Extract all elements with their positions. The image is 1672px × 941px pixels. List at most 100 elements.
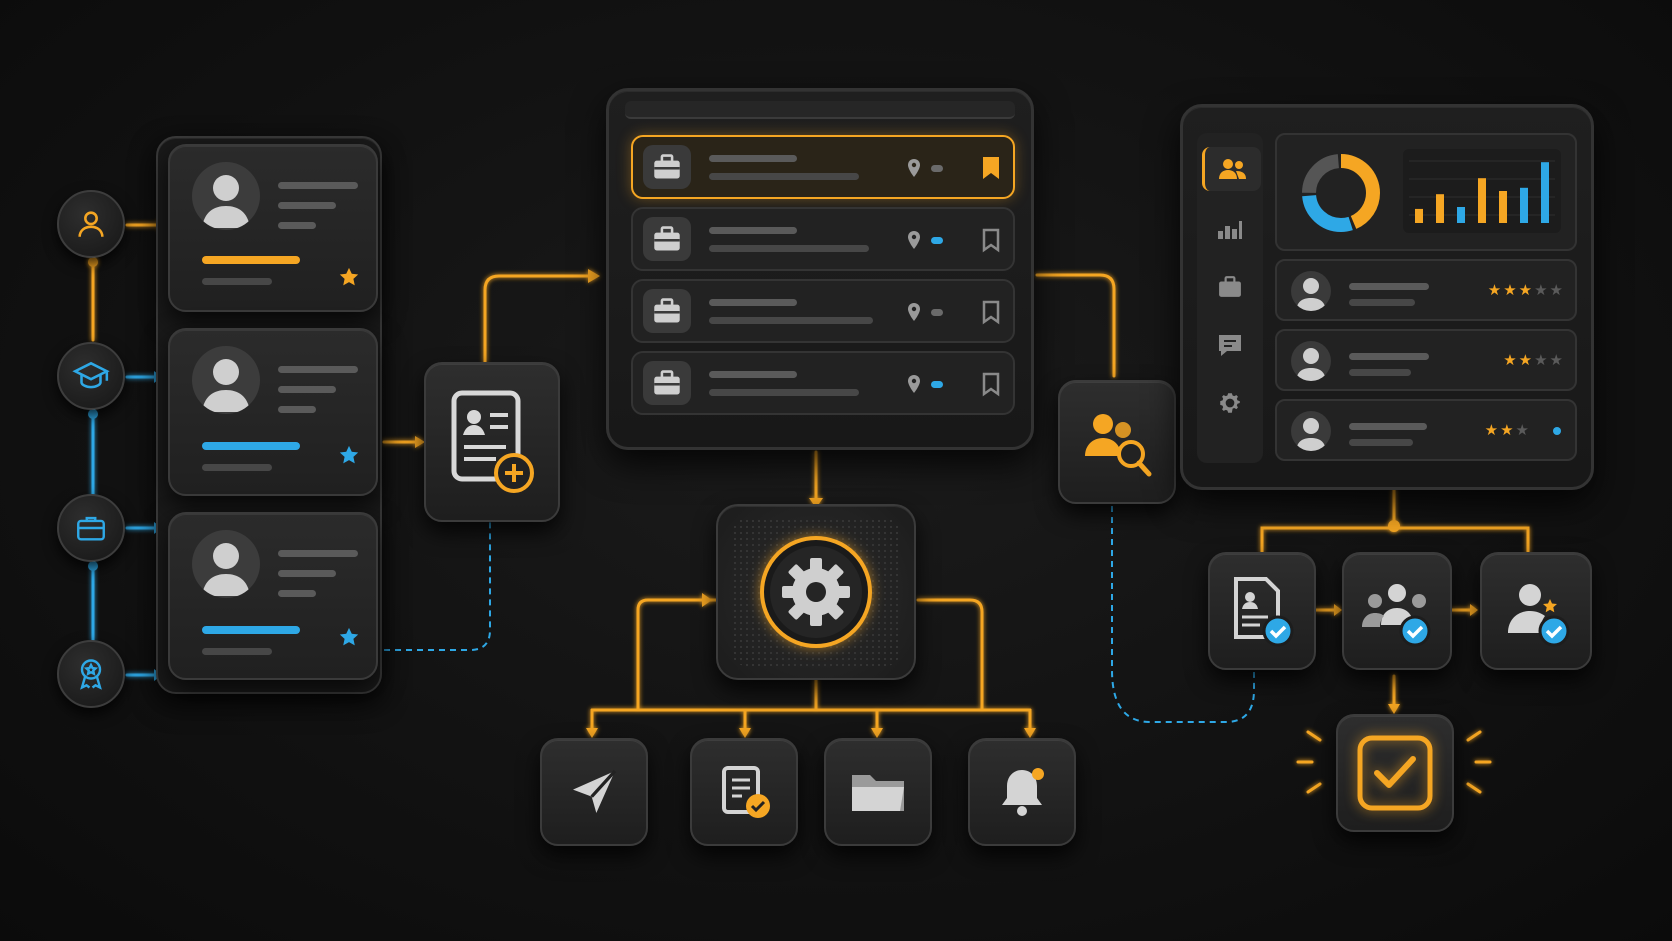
donut-chart: [1302, 154, 1380, 232]
bookmark-icon[interactable]: [981, 227, 1001, 253]
skeleton-line: [709, 245, 869, 252]
profile-card-1[interactable]: [168, 144, 378, 312]
skeleton-line: [202, 278, 272, 285]
review-step-team[interactable]: [1342, 552, 1452, 670]
bar-chart-icon: [1218, 221, 1242, 239]
job-row-4[interactable]: [631, 351, 1015, 415]
send-output-button[interactable]: [540, 738, 648, 846]
location-tag: [931, 237, 943, 244]
sidebar-item-analytics[interactable]: [1202, 207, 1258, 251]
sidebar-item-messages[interactable]: [1202, 323, 1258, 367]
accent-bar: [202, 626, 300, 634]
arrowhead-review-2: [1470, 604, 1478, 616]
timeline-node-user[interactable]: [57, 190, 125, 258]
user-icon: [78, 211, 104, 237]
processing-engine[interactable]: [716, 504, 916, 680]
spark-1: [1306, 730, 1322, 742]
review-step-document[interactable]: [1208, 552, 1316, 670]
final-approved-button[interactable]: [1336, 714, 1454, 832]
star-filled-icon: ★: [1500, 421, 1516, 439]
star-empty-icon: ★: [1549, 281, 1565, 299]
user-silhouette-icon: [1296, 348, 1326, 381]
candidate-dashboard: ★★★★★ ★★★★ ★★★: [1180, 104, 1594, 490]
bookmark-icon[interactable]: [981, 299, 1001, 325]
avatar: [192, 162, 260, 230]
folder-output-button[interactable]: [824, 738, 932, 846]
skeleton-line: [709, 371, 797, 378]
bar-chart: [1409, 160, 1555, 223]
star-filled-icon: ★: [1518, 281, 1535, 299]
star-empty-icon: ★: [1534, 351, 1550, 369]
candidate-search-button[interactable]: [1058, 380, 1176, 504]
candidate-row-1[interactable]: ★★★★★: [1275, 259, 1577, 321]
dashboard-sidebar: [1197, 133, 1263, 463]
briefcase-icon: [1219, 276, 1241, 297]
chat-icon: [1219, 335, 1241, 356]
user-silhouette-icon: [1296, 418, 1326, 451]
avatar: [1291, 411, 1331, 451]
arrowhead-review-1: [1334, 604, 1342, 616]
star-filled-icon: ★: [1487, 281, 1504, 299]
skeleton-line: [278, 386, 336, 393]
job-list-panel: [606, 88, 1034, 450]
timeline-node-award[interactable]: [57, 640, 125, 708]
skeleton-line: [1349, 299, 1415, 306]
avatar: [1291, 341, 1331, 381]
skeleton-line: [1349, 439, 1413, 446]
skeleton-line: [709, 299, 797, 306]
skeleton-line: [278, 182, 358, 189]
star-filled-icon: ★: [1503, 281, 1519, 299]
user-silhouette-icon: [202, 175, 250, 228]
junction-blue-2: [88, 561, 98, 571]
job-row-1[interactable]: [631, 135, 1015, 199]
skeleton-line: [278, 570, 336, 577]
panel-header-bar: [625, 101, 1015, 119]
skeleton-line: [278, 202, 336, 209]
document-output-button[interactable]: [690, 738, 798, 846]
avatar: [192, 530, 260, 598]
star-icon: [339, 445, 359, 464]
spark-6: [1466, 782, 1482, 794]
donut-segment-1: [1302, 154, 1380, 232]
avatar: [192, 346, 260, 414]
bookmark-icon[interactable]: [981, 371, 1001, 397]
star-icon: [339, 627, 359, 646]
add-resume-button[interactable]: [424, 362, 560, 522]
link-processor-loop-left: [636, 598, 718, 710]
skeleton-line: [278, 550, 358, 557]
bar-6: [1520, 187, 1528, 223]
avatar: [1291, 271, 1331, 311]
sidebar-item-settings[interactable]: [1202, 381, 1258, 425]
job-row-3[interactable]: [631, 279, 1015, 343]
timeline-node-experience[interactable]: [57, 494, 125, 562]
gear-icon: [1220, 393, 1240, 413]
location-pin-icon: [908, 303, 920, 321]
timeline-node-education[interactable]: [57, 342, 125, 410]
user-silhouette-icon: [202, 359, 250, 412]
users-icon: [1219, 159, 1246, 179]
bar-5: [1499, 191, 1507, 223]
junction-orange-1: [88, 257, 98, 267]
candidate-row-3[interactable]: ★★★: [1275, 399, 1577, 461]
review-step-hire[interactable]: [1480, 552, 1592, 670]
bell-icon: [1002, 768, 1044, 816]
location-tag: [931, 309, 943, 316]
arrowhead-processor-in: [702, 593, 712, 607]
profile-card-2[interactable]: [168, 328, 378, 496]
sidebar-item-candidates[interactable]: [1202, 147, 1261, 191]
folder-icon: [852, 775, 904, 811]
resume-add-icon: [451, 390, 534, 493]
profile-card-3[interactable]: [168, 512, 378, 680]
rating-stars: ★★★: [1485, 421, 1531, 439]
team-check-icon: [1362, 584, 1431, 647]
bookmark-filled-icon[interactable]: [981, 155, 1001, 181]
notification-output-button[interactable]: [968, 738, 1076, 846]
candidate-row-2[interactable]: ★★★★: [1275, 329, 1577, 391]
job-icon-box: [643, 217, 691, 261]
people-search-icon: [1085, 414, 1152, 477]
sidebar-item-jobs[interactable]: [1202, 265, 1258, 309]
skeleton-line: [1349, 423, 1427, 430]
star-filled-icon: ★: [1503, 351, 1519, 369]
star-empty-icon: ★: [1534, 281, 1550, 299]
job-row-2[interactable]: [631, 207, 1015, 271]
